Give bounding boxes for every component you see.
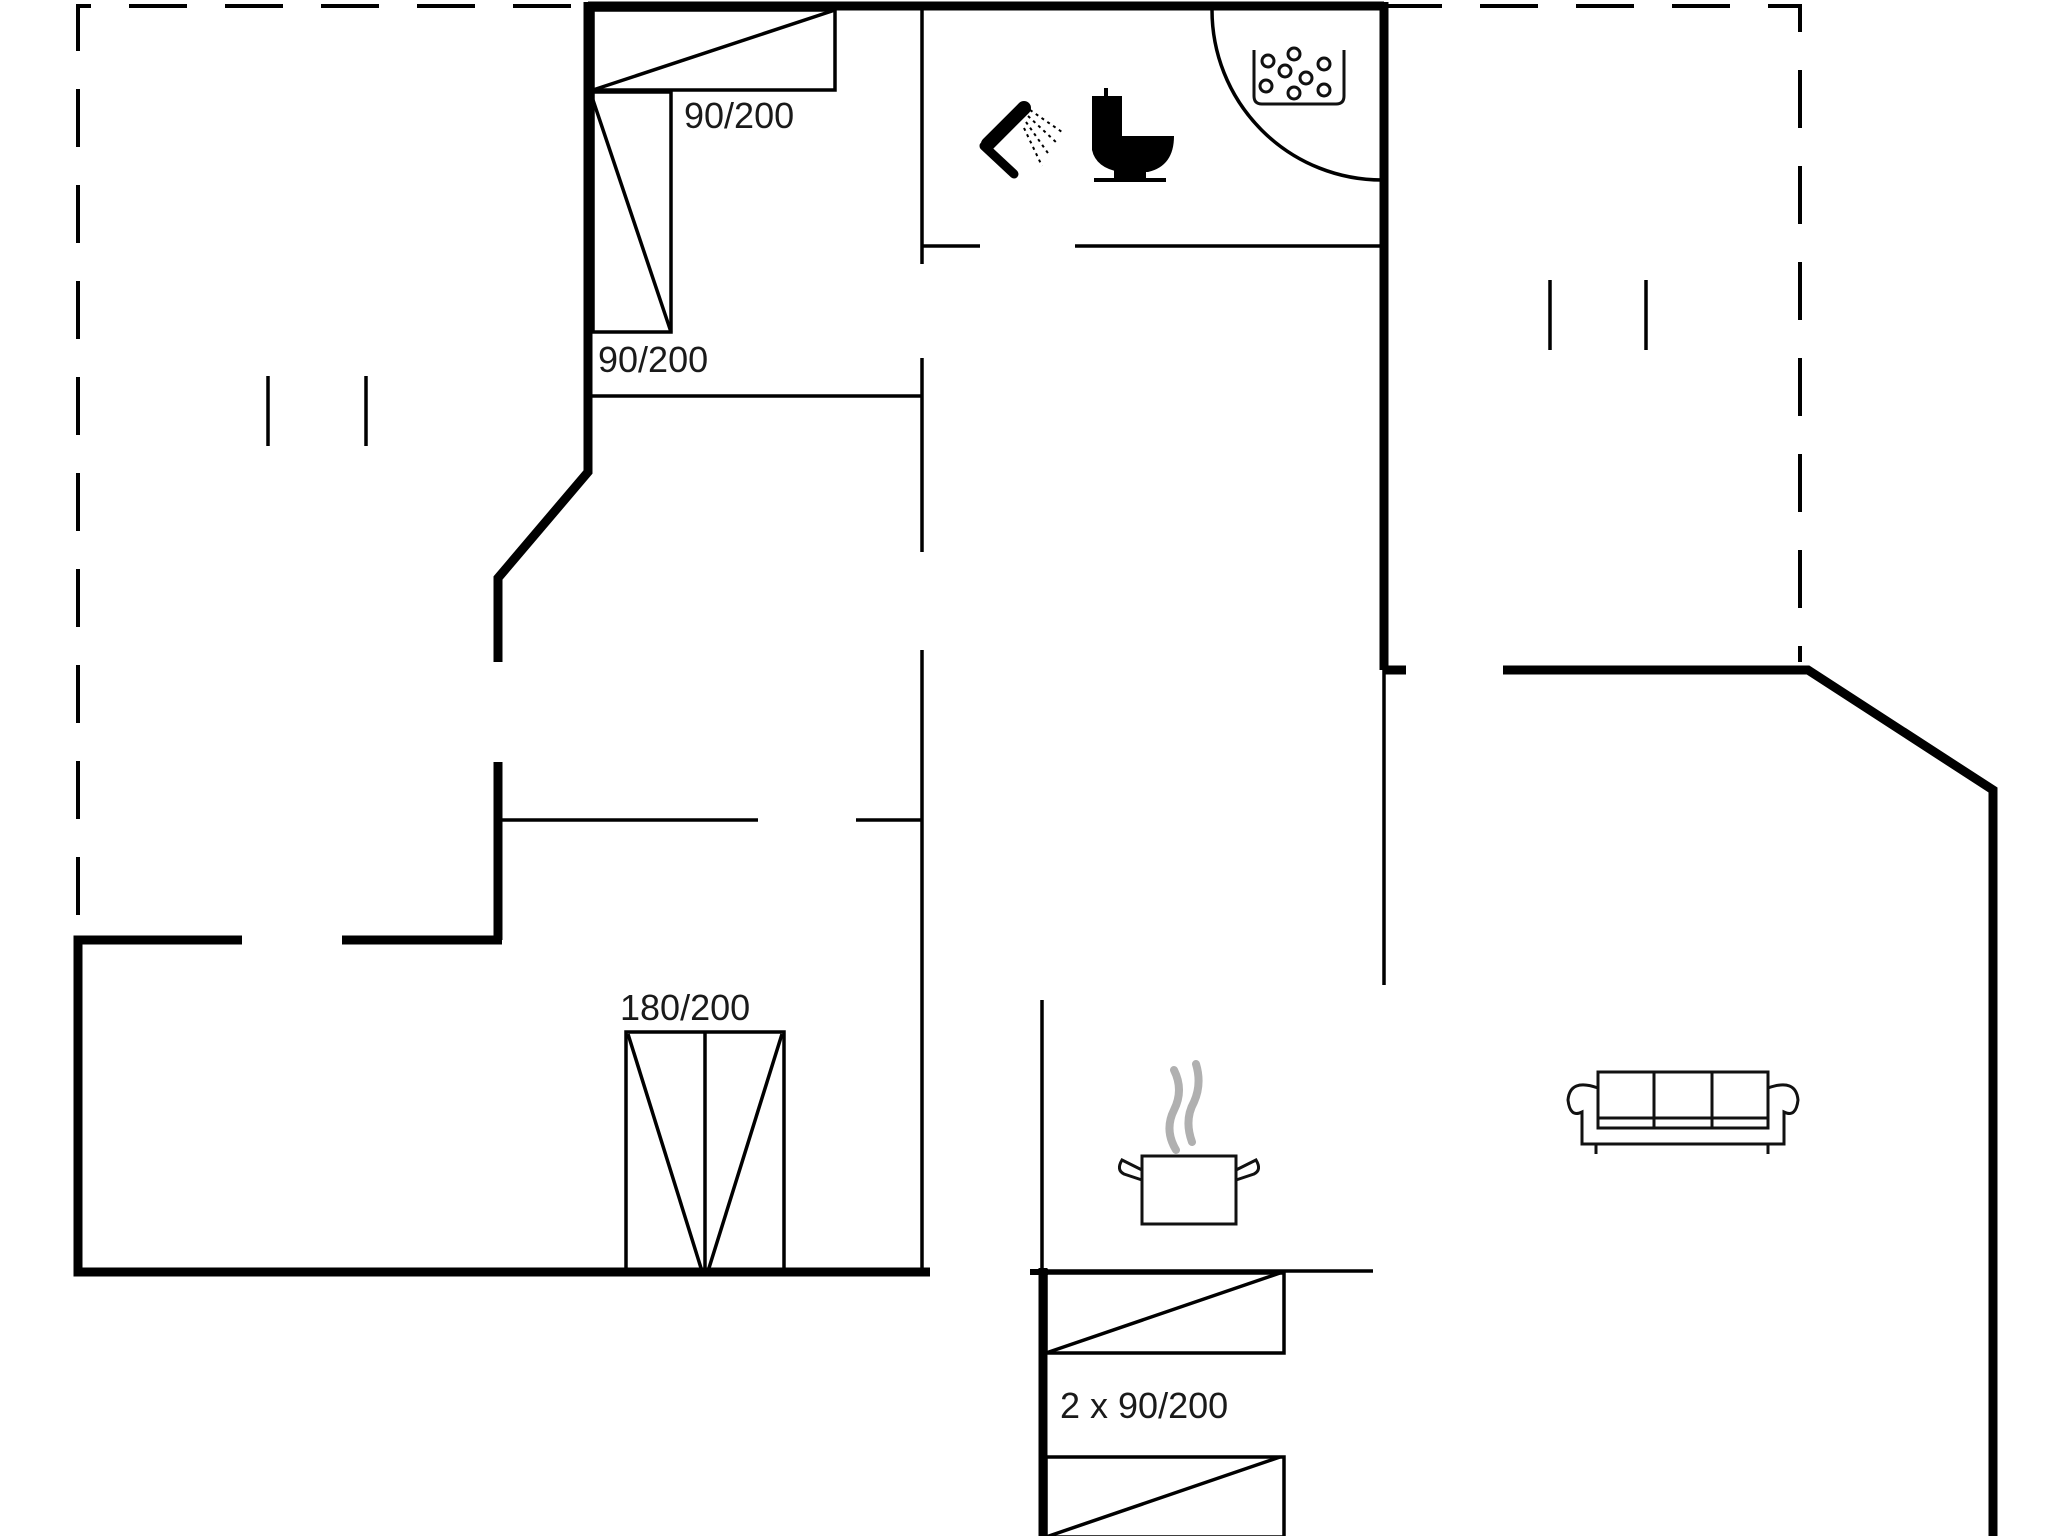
toilet-icon xyxy=(1092,88,1174,182)
sofa-icon xyxy=(1566,1070,1800,1154)
shower-icon xyxy=(979,101,1063,179)
kitchen-pot-icon xyxy=(1117,1060,1261,1226)
bed-2-vertical xyxy=(591,90,673,334)
bed-1-size-label: 90/200 xyxy=(684,95,795,136)
bed-3-double xyxy=(624,1030,786,1272)
bathroom-door-arc xyxy=(1210,9,1383,182)
bed-1-horizontal xyxy=(591,8,837,92)
bed-2-size-label: 90/200 xyxy=(598,339,709,380)
window-marks xyxy=(266,280,1648,446)
bed-4-singles xyxy=(1044,1271,1286,1536)
spa-bath-icon xyxy=(1252,46,1346,106)
exterior-walls xyxy=(73,1,1998,1536)
bed-3-size-label: 180/200 xyxy=(620,987,751,1028)
interior-walls xyxy=(498,6,1386,1273)
terrace-outline-right xyxy=(1384,4,1802,662)
bed-4-size-label: 2 x 90/200 xyxy=(1060,1385,1229,1426)
terrace-outline-left xyxy=(76,4,588,915)
